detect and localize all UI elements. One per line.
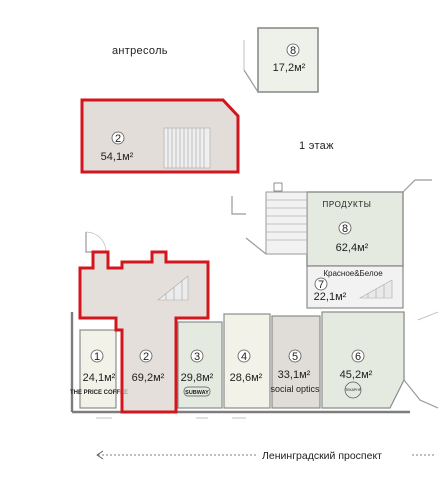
unit-6[interactable]: 6 45,2м² ПЕКАРНЯ (321, 311, 405, 409)
svg-text:7: 7 (318, 279, 324, 291)
mezzanine-label: антресоль (112, 45, 168, 57)
mezzanine-unit-2[interactable]: 2 54,1м² (80, 98, 240, 174)
unit-2[interactable]: 2 69,2м² (78, 250, 210, 414)
building-outline (70, 179, 438, 419)
svg-text:28,6м²: 28,6м² (230, 372, 263, 384)
mezzanine-unit-2-highlight (80, 98, 240, 174)
unit-5-tenant: social optics (270, 384, 320, 394)
svg-text:24,1м²: 24,1м² (83, 372, 116, 384)
svg-text:17,2м²: 17,2м² (273, 62, 306, 74)
svg-text:33,1м²: 33,1м² (278, 369, 311, 381)
svg-text:69,2м²: 69,2м² (132, 372, 165, 384)
svg-text:29,8м²: 29,8м² (181, 372, 214, 384)
unit-2-highlight (78, 250, 210, 414)
unit-1[interactable]: 1 24,1м² THE PRICE COFFEE (70, 329, 128, 409)
first-floor-label: 1 этаж (299, 140, 334, 152)
unit-8-tenant: ПРОДУКТЫ (323, 200, 372, 209)
bakery-logo: ПЕКАРНЯ (344, 381, 362, 399)
stairs-unit-7 (358, 279, 393, 299)
stairs-unit-2 (157, 275, 189, 301)
svg-text:2: 2 (115, 133, 121, 145)
unit-1-tenant: THE PRICE COFFEE (70, 390, 128, 396)
stairs-mezzanine (163, 127, 211, 169)
svg-text:6: 6 (355, 351, 361, 363)
street-arrow (96, 450, 436, 460)
unit-3-tenant: SUBWAY (185, 390, 209, 396)
unit-8[interactable]: ПРОДУКТЫ 8 62,4м² (323, 200, 372, 254)
svg-text:5: 5 (292, 351, 298, 363)
svg-text:8: 8 (290, 45, 296, 57)
svg-text:2: 2 (143, 351, 149, 363)
svg-text:62,4м²: 62,4м² (336, 242, 369, 254)
svg-text:3: 3 (194, 351, 200, 363)
mezzanine-unit-8[interactable]: 8 17,2м² (243, 27, 319, 93)
unit-7-tenant: Красное&Белое (323, 269, 383, 278)
svg-text:22,1м²: 22,1м² (314, 291, 347, 303)
unit-7[interactable]: Красное&Белое 7 22,1м² (306, 265, 404, 309)
svg-text:45,2м²: 45,2м² (340, 369, 373, 381)
unit-4[interactable]: 4 28,6м² (223, 313, 271, 409)
svg-text:8: 8 (342, 223, 348, 235)
svg-text:4: 4 (241, 351, 247, 363)
unit-5[interactable]: 5 33,1м² social optics (270, 315, 321, 409)
svg-text:54,1м²: 54,1м² (101, 151, 134, 163)
svg-text:1: 1 (94, 351, 100, 363)
unit-3[interactable]: 3 29,8м² SUBWAY (177, 321, 223, 409)
unit-6-tenant: ПЕКАРНЯ (345, 388, 362, 392)
subway-logo: SUBWAY (183, 386, 211, 397)
street-name: Ленинградский проспект (262, 450, 382, 462)
